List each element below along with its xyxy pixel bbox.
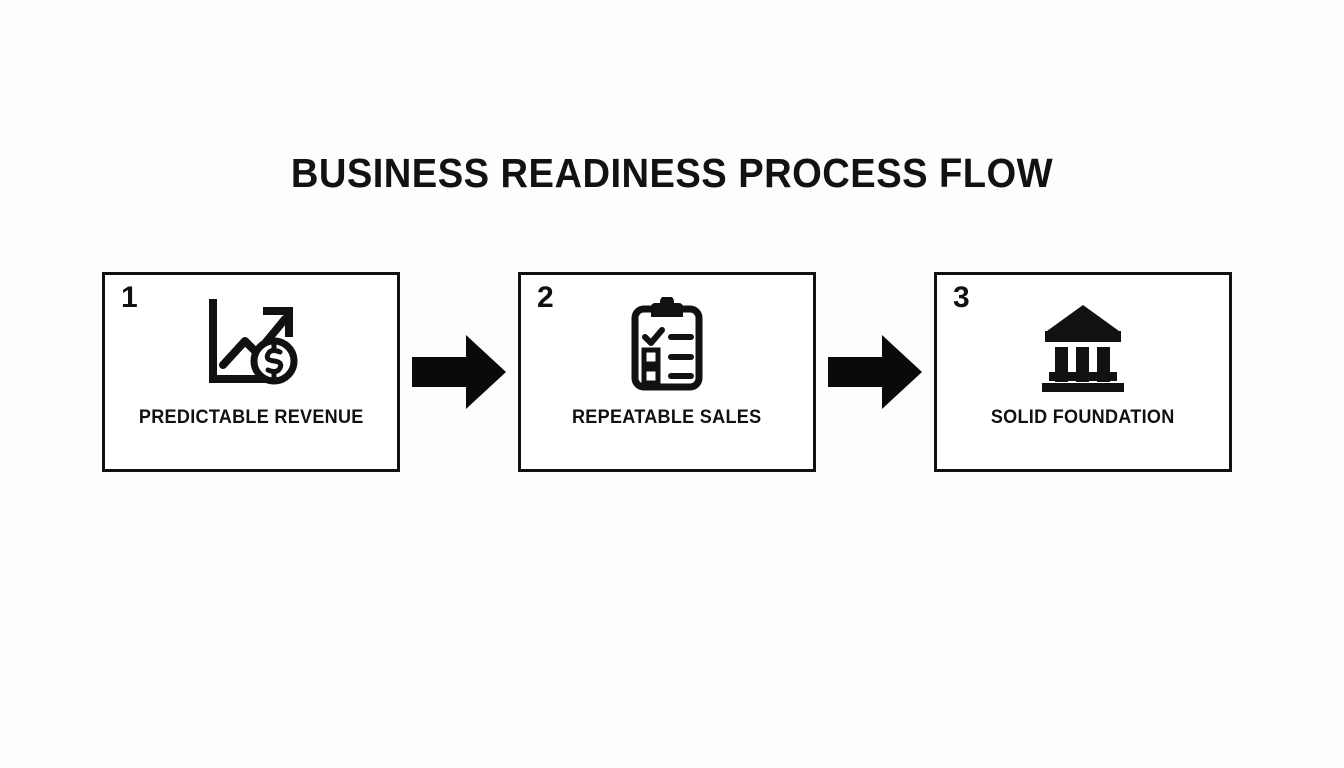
step-label-1: PREDICTABLE REVENUE bbox=[138, 407, 364, 428]
step-number-3: 3 bbox=[953, 281, 970, 314]
arrow-step-2-to-3-icon bbox=[828, 335, 922, 409]
bank-building-icon bbox=[1042, 305, 1124, 392]
process-flow-row: 1 PREDICTABLE REVENUE 2 bbox=[102, 272, 1232, 472]
process-step-card-2[interactable]: 2 REPEATABLE SALES bbox=[518, 272, 816, 472]
process-step-card-1[interactable]: 1 PREDICTABLE REVENUE bbox=[102, 272, 400, 472]
page-title: BUSINESS READINESS PROCESS FLOW bbox=[290, 150, 1054, 196]
step-label-3: SOLID FOUNDATION bbox=[991, 407, 1175, 428]
step-number-2: 2 bbox=[537, 281, 554, 314]
clipboard-checklist-icon bbox=[631, 297, 703, 391]
arrow-step-1-to-2-icon bbox=[412, 335, 506, 409]
step-number-1: 1 bbox=[121, 281, 138, 314]
growth-chart-dollar-icon bbox=[209, 299, 298, 385]
process-step-card-3[interactable]: 3 SOLID FOUNDATION bbox=[934, 272, 1232, 472]
step-label-2: REPEATABLE SALES bbox=[572, 407, 762, 428]
